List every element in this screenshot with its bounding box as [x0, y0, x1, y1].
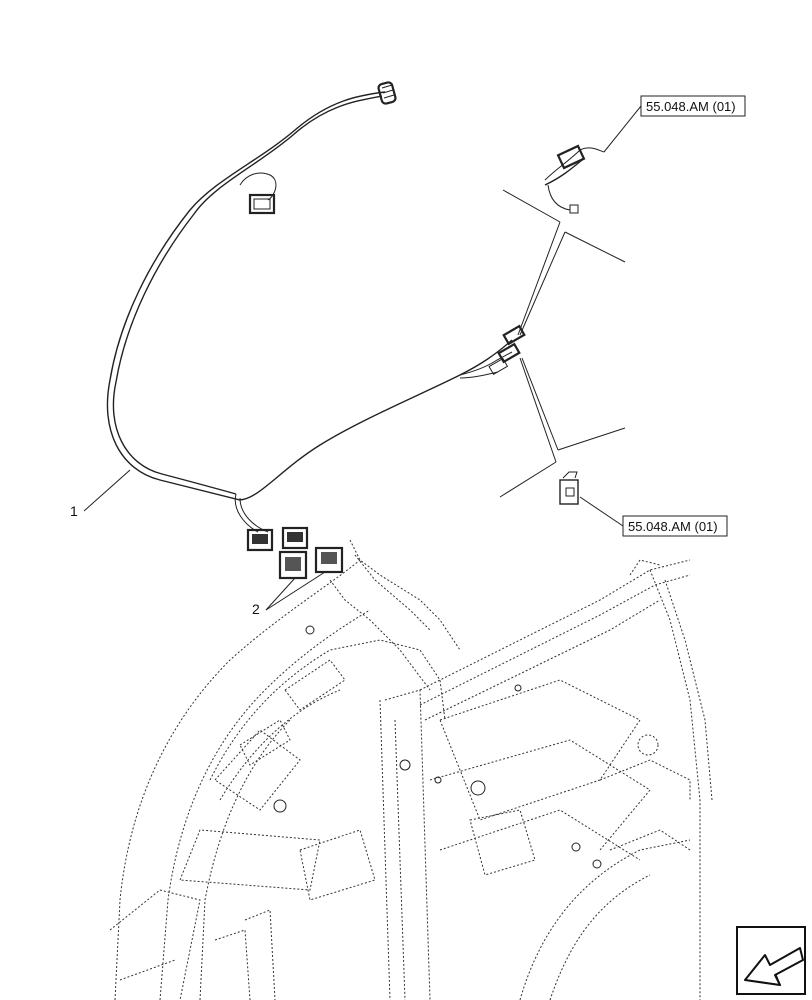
callout-top[interactable]: 55.048.AM (01) [603, 95, 746, 153]
item-label-1[interactable]: 1 [70, 469, 131, 519]
relay-connector [248, 193, 276, 215]
vehicle-frame [109, 539, 713, 1000]
zoom-leaders [499, 189, 626, 498]
top-connector [377, 81, 397, 105]
callout-bottom-label: 55.048.AM (01) [628, 519, 718, 534]
item-label-2[interactable]: 2 [252, 571, 326, 617]
item-number-1: 1 [70, 503, 78, 519]
top-inset-detail [544, 144, 605, 214]
bottom-inset-part [559, 471, 579, 505]
callout-bottom[interactable]: 55.048.AM (01) [579, 496, 728, 537]
wiring-harness [106, 81, 526, 533]
connector-group [246, 526, 344, 580]
callout-top-label: 55.048.AM (01) [646, 99, 736, 114]
arrow-left-down-icon[interactable] [736, 926, 806, 995]
item-number-2: 2 [252, 601, 260, 617]
